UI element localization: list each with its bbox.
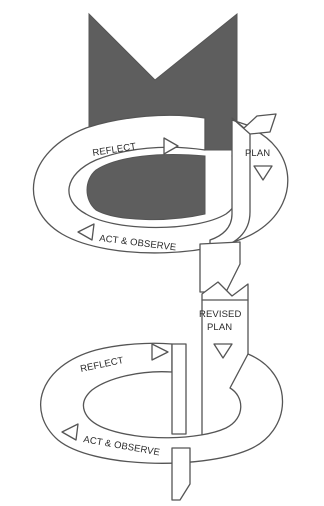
lower-tail xyxy=(171,447,191,501)
connector-band xyxy=(199,241,241,293)
plan-label: PLAN xyxy=(245,148,270,159)
lower-inner-band xyxy=(171,343,187,435)
revised-label: REVISED xyxy=(199,309,241,320)
upper-inner-dark xyxy=(86,154,206,221)
revised-plan-label: PLAN xyxy=(207,322,232,333)
revised-plan-arrow-icon xyxy=(213,343,233,359)
act-observe-2-arrow-icon xyxy=(61,423,79,441)
lower-cycle xyxy=(40,342,284,501)
reflect-1-arrow-icon xyxy=(163,137,179,155)
lower-ring-outer xyxy=(40,342,284,464)
upper-cycle xyxy=(32,113,289,254)
plan-notch xyxy=(231,113,277,135)
plan-arrow-icon xyxy=(253,165,273,181)
reflect-2-arrow-icon xyxy=(151,343,169,361)
act-observe-1-arrow-icon xyxy=(77,223,95,241)
